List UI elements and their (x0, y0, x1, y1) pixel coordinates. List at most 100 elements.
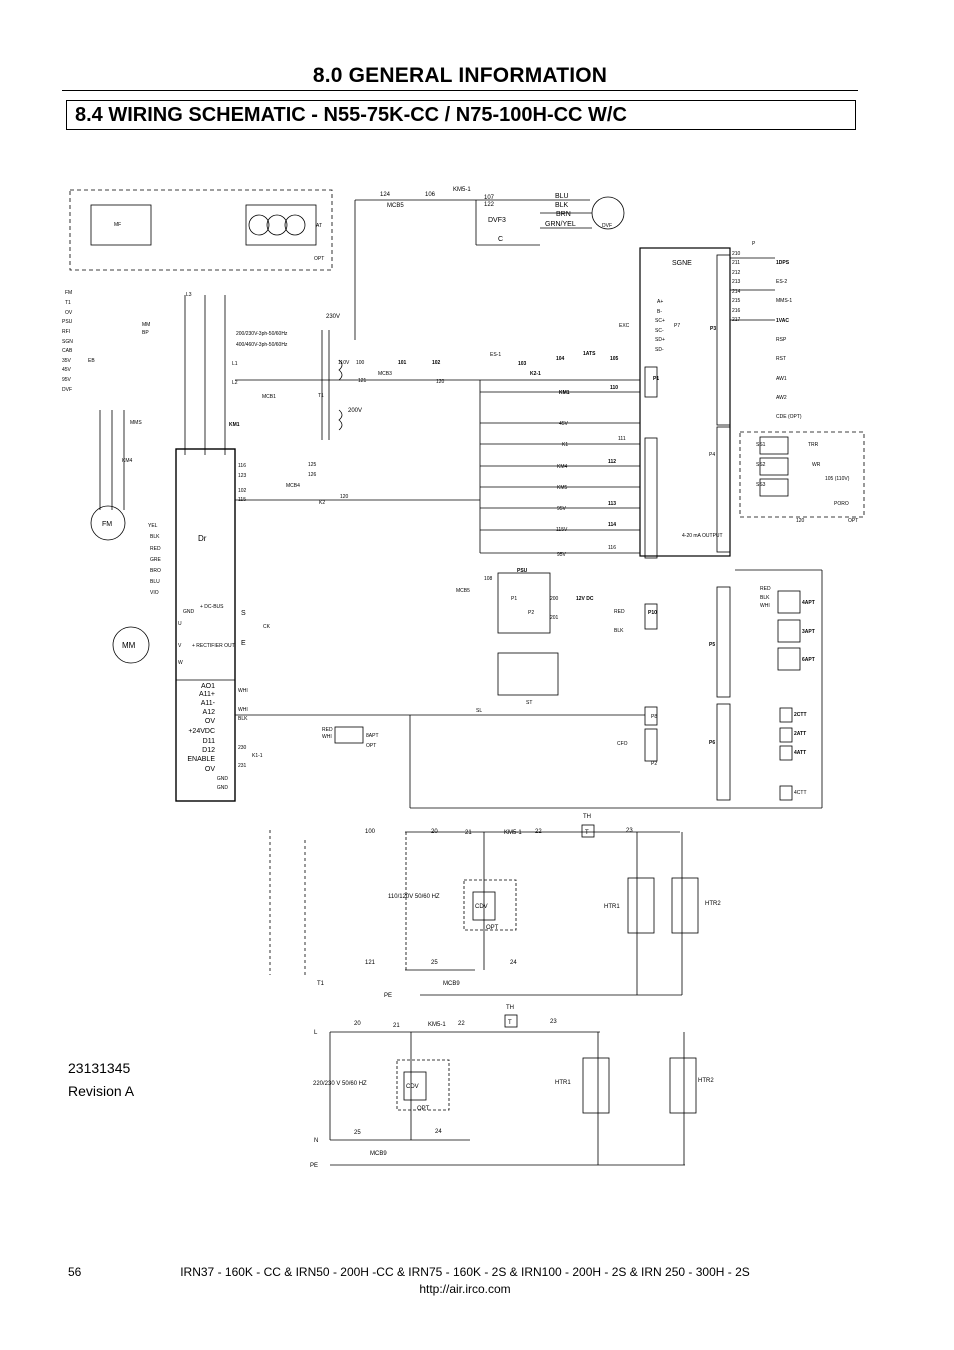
right-label: CDE (OPT) (776, 414, 802, 420)
right-label: 210 (732, 251, 741, 257)
wire-label: 120 (340, 494, 349, 500)
heater1-label: 121 (365, 960, 376, 966)
heater1-label: 24 (510, 960, 517, 966)
drive-io-label: OV (205, 718, 215, 725)
heater1-label: OPT (486, 925, 499, 931)
heater-circuit-1-labels: 100 20 21 KM5-1 22 TH T 23 HTR1 HTR2 CDV… (317, 814, 721, 999)
heater2-label: KM5-1 (428, 1022, 446, 1028)
heater2-label: 23 (550, 1019, 557, 1025)
controller-label: CFO (617, 741, 628, 747)
controller-label: ST (526, 700, 532, 706)
sensor-label: 4CTT (794, 790, 807, 796)
heater2-label: 20 (354, 1021, 361, 1027)
controller-label: K2-1 (530, 371, 541, 377)
transformer-label: 120 (436, 379, 445, 385)
heater2-label: HTR2 (698, 1078, 714, 1084)
heater2-label: 21 (393, 1023, 400, 1029)
wire-number-labels: 116 123 102 115 125 126 MCB4 120 K2 WHI … (238, 462, 379, 769)
controller-label: RED (614, 609, 625, 615)
drive-label: E (241, 640, 246, 647)
controller-label: KM1 (559, 390, 570, 396)
drive-io-label: D12 (202, 747, 215, 754)
controller-label: 108 (484, 576, 493, 582)
controller-label: SL (476, 708, 482, 714)
drive-io-label: +24VDC (188, 728, 215, 735)
controller-label: KM4 (557, 464, 568, 470)
left-label: 45V (62, 367, 72, 373)
fan-label: GRN/YEL (545, 221, 576, 228)
heater2-label: PE (310, 1163, 318, 1169)
heater1-label: 22 (535, 829, 542, 835)
transformer-label: 200V (348, 408, 362, 414)
section-header: 8.0 GENERAL INFORMATION (62, 60, 858, 91)
heater1-label: T (585, 830, 589, 836)
left-label: MM (122, 641, 136, 650)
left-label: AT (316, 223, 322, 229)
drive-io-label: A12 (203, 709, 216, 716)
fan-label: BLK (555, 202, 569, 209)
fan-label: BRN (556, 211, 571, 218)
transformer-label: L2 (232, 380, 238, 386)
drive-label: S (241, 610, 246, 617)
drive-label: W (178, 660, 183, 666)
left-label: PSU (62, 319, 73, 325)
drive-label: VIO (150, 590, 159, 596)
left-label: BP (142, 330, 149, 336)
document-number: 23131345 (68, 1060, 131, 1076)
fan-label: MCB5 (387, 203, 404, 209)
transformer-label: 230V (326, 314, 340, 320)
right-label: AW2 (776, 395, 787, 401)
right-label: 120 (796, 518, 805, 524)
heater2-label: 25 (354, 1130, 361, 1136)
right-label: 213 (732, 279, 741, 285)
at-box (245, 204, 317, 246)
left-label: DVF (62, 387, 72, 393)
controller-label: KM5 (557, 485, 568, 491)
transformer-label: 100 (356, 360, 365, 366)
wire-label: WHI (238, 707, 248, 713)
heater1-label: 21 (465, 830, 472, 836)
right-label: 215 (732, 298, 741, 304)
drive-label: BRO (150, 568, 161, 574)
heater2-label: 22 (458, 1021, 465, 1027)
right-label: PORO (834, 501, 849, 507)
controller-label: 1ATS (583, 351, 596, 357)
drive-io-label: A11- (201, 700, 216, 707)
right-label: TRR (808, 442, 819, 448)
heater2-label: N (314, 1138, 318, 1144)
psu-block (497, 572, 551, 634)
sensor-label: 4APT (802, 600, 815, 606)
page-number: 56 (68, 1265, 82, 1279)
controller-label: 200 (550, 596, 559, 602)
right-label: 212 (732, 270, 741, 276)
controller-label: P4 (709, 452, 715, 458)
drive-io-label: GND (217, 776, 229, 782)
drive-label: BLK (150, 534, 160, 540)
wire-label: 125 (308, 462, 317, 468)
st-block (497, 652, 559, 696)
drive-label: BLU (150, 579, 160, 585)
heater2-label: T (508, 1020, 512, 1026)
heater1-label: CDV (475, 904, 488, 910)
heater1-label: MCB9 (443, 981, 460, 987)
heater1-label: 100 (365, 829, 376, 835)
drive-label: CK (263, 624, 271, 630)
exc-pin-label: SC- (655, 328, 664, 334)
controller-label: 110 (610, 385, 618, 391)
sensor-label: 2CTT (794, 712, 807, 718)
website-url[interactable]: http://air.irco.com (419, 1282, 511, 1296)
heater2-label: 24 (435, 1129, 442, 1135)
right-label: MMS-1 (776, 298, 792, 304)
model-list: IRN37 - 160K - CC & IRN50 - 200H -CC & I… (180, 1265, 750, 1279)
right-label: WR (812, 462, 821, 468)
exc-pin-label: SD- (655, 347, 664, 353)
controller-label: EXC (619, 323, 630, 329)
drive-io-label: D11 (203, 738, 215, 745)
right-label: 1DPS (776, 260, 790, 266)
wire-label: 231 (238, 763, 247, 769)
heater2-label: CDV (406, 1084, 419, 1090)
controller-label: P5 (709, 642, 715, 648)
heater2-voltage: 220/230 V 50/60 HZ (313, 1081, 367, 1087)
wire-label: WHI (238, 688, 248, 694)
transformer-label: MCB3 (378, 371, 392, 377)
